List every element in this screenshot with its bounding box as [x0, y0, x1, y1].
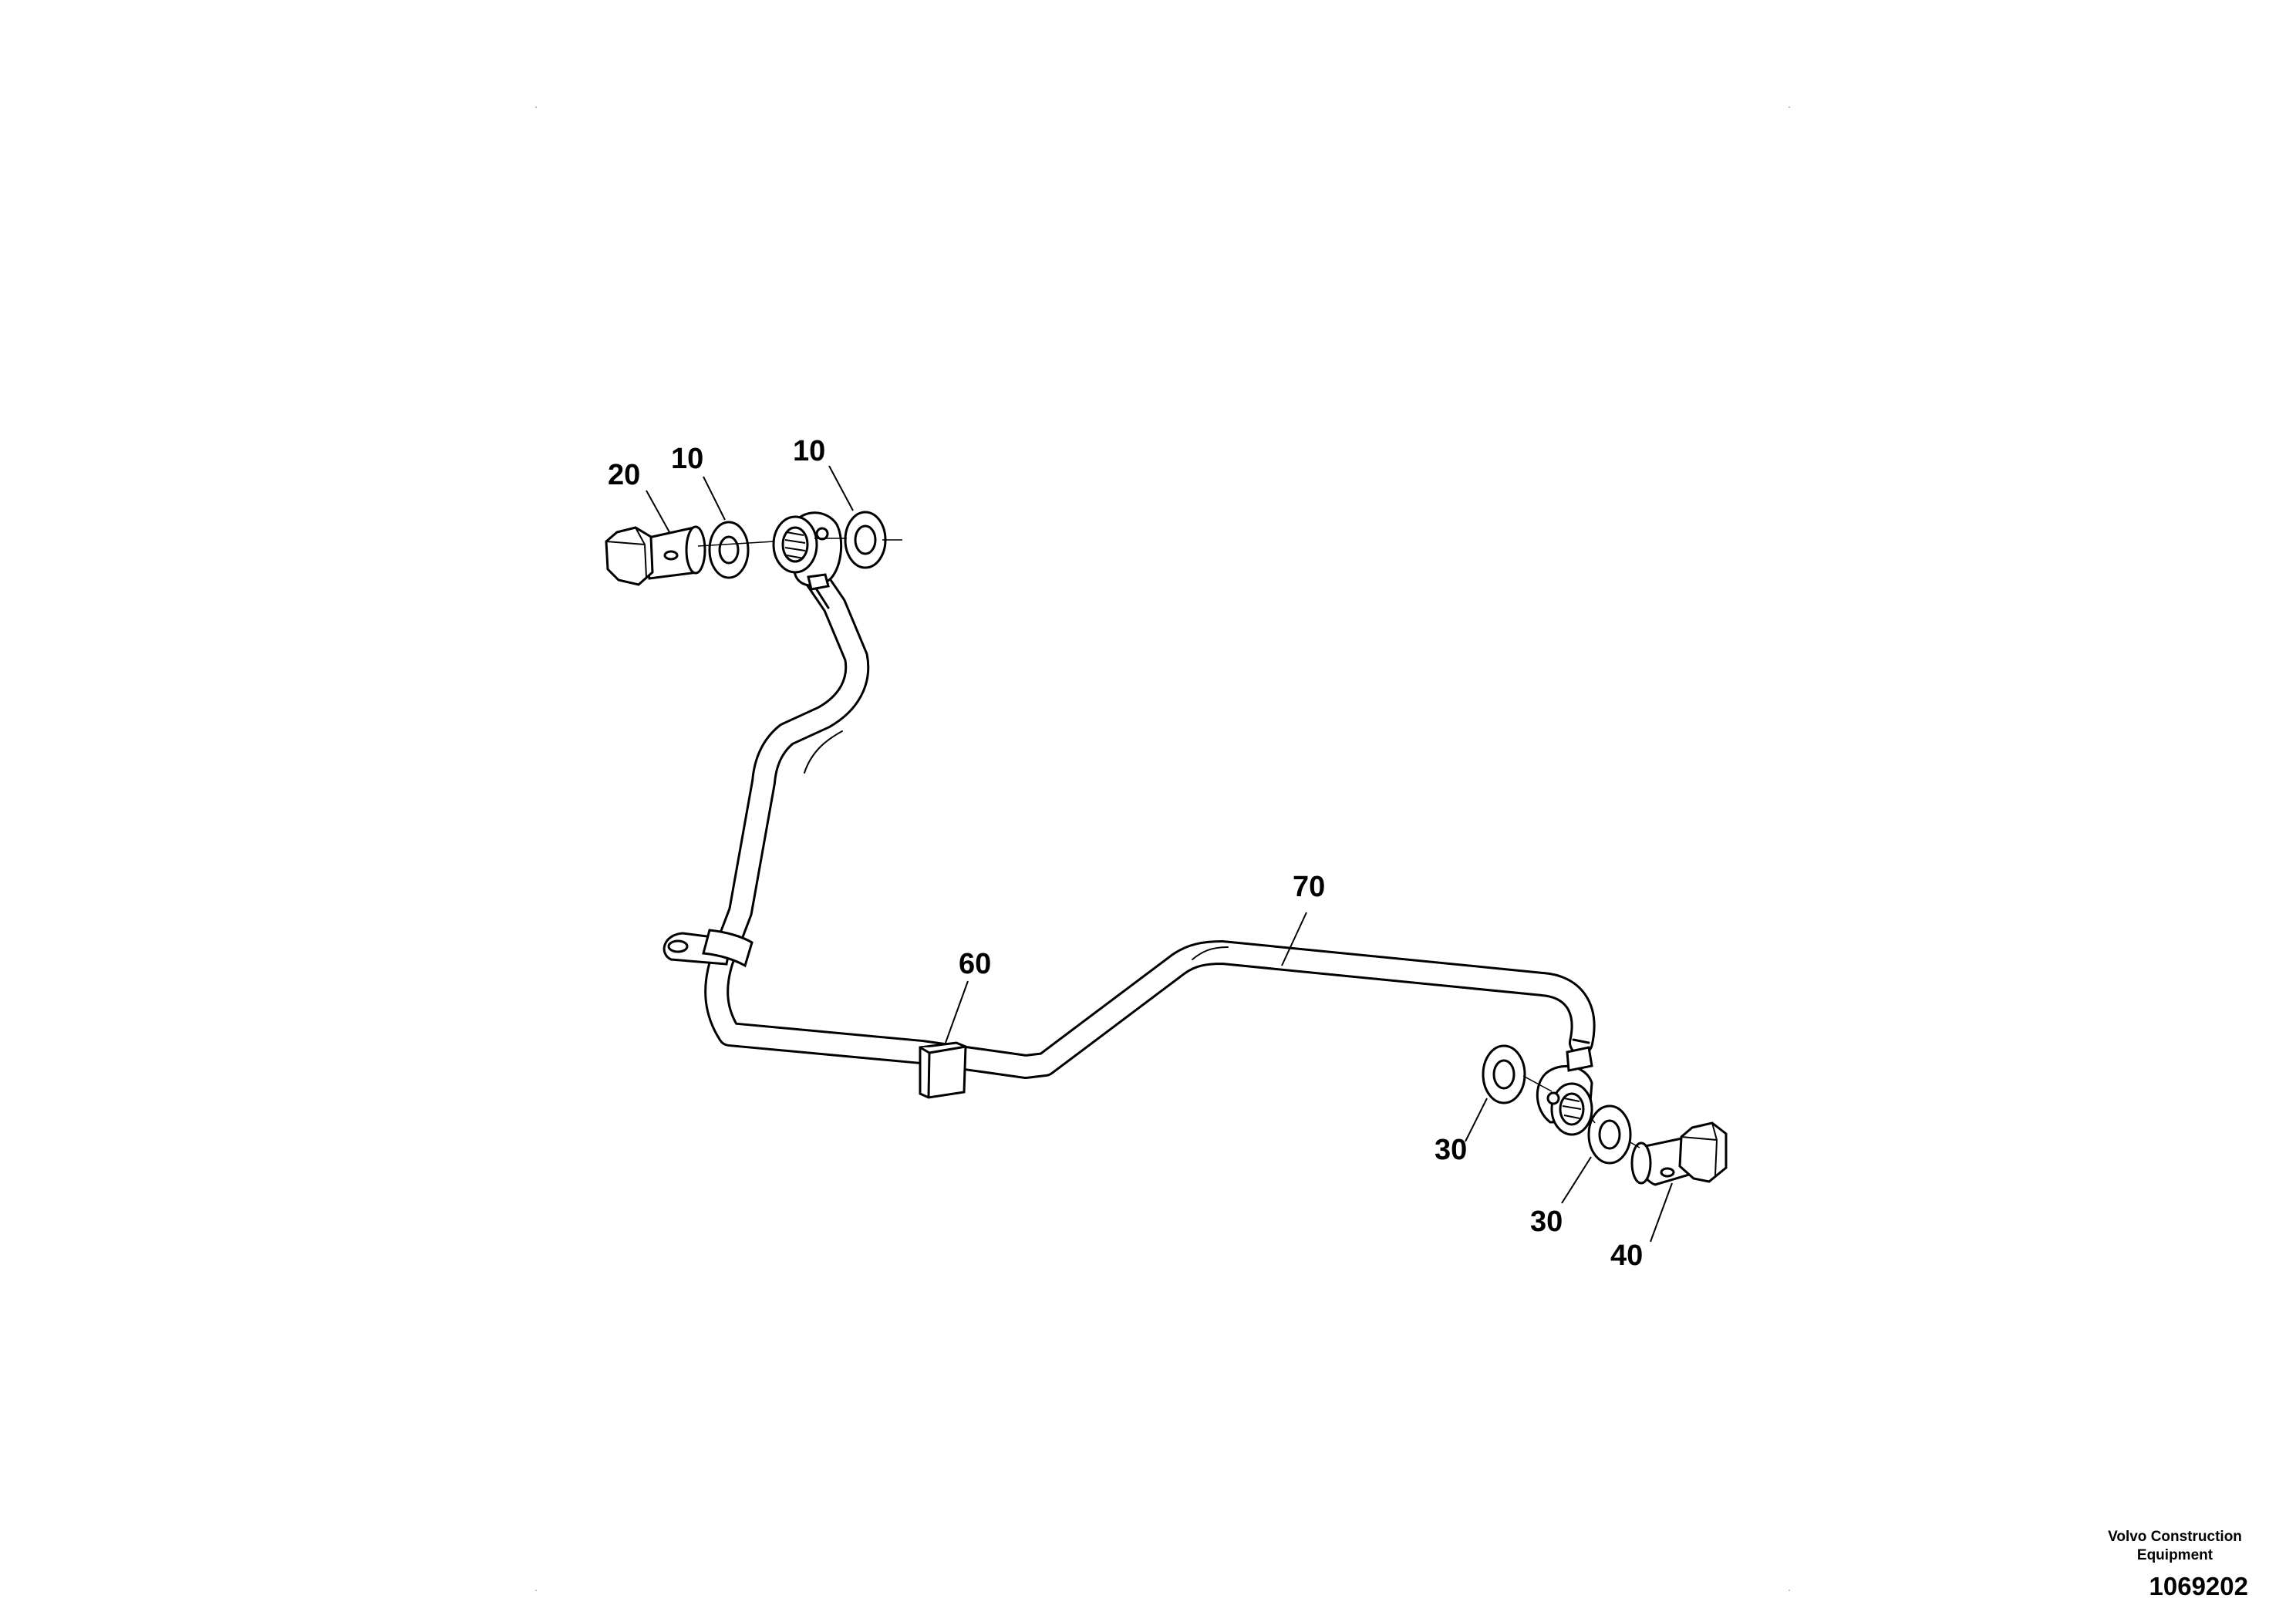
- callout-pipe: 70: [1293, 871, 1325, 903]
- publisher-credit: Volvo Construction: [2108, 1529, 2242, 1545]
- callout-bolt-right: 40: [1610, 1239, 1643, 1272]
- corner-mark-bottom-left: [535, 1590, 537, 1591]
- corner-mark-top-right: [1789, 106, 1790, 108]
- banjo-fitting-left: [772, 511, 843, 591]
- leader-lines: [646, 465, 1673, 1243]
- callout-clamp: 60: [959, 948, 991, 980]
- washer-right-inner: [1482, 1044, 1526, 1104]
- pipe-clamp: [919, 1041, 967, 1099]
- callout-washer-left-inner: 10: [793, 435, 825, 467]
- callout-bolt-left: 20: [608, 459, 640, 491]
- callout-washer-right-inner: 30: [1435, 1134, 1467, 1166]
- callout-washer-right-outer: 30: [1530, 1206, 1563, 1238]
- banjo-bolt-right: [1630, 1121, 1728, 1186]
- pipe-bracket-tab: [663, 929, 754, 968]
- washer-left-outer: [708, 521, 750, 579]
- banjo-bolt-left: [605, 525, 706, 586]
- corner-mark-bottom-right: [1789, 1590, 1790, 1591]
- drawing-number: 1069202: [2149, 1572, 2248, 1600]
- banjo-fitting-right: [1536, 1046, 1593, 1136]
- axis-lines: [697, 538, 1640, 1148]
- washer-left-inner: [844, 511, 887, 569]
- oil-pipe: [704, 559, 1596, 1079]
- corner-mark-top-left: [535, 106, 537, 108]
- publisher-credit-second-line: Equipment: [2136, 1547, 2213, 1563]
- callout-washer-left-outer: 10: [671, 443, 703, 475]
- washer-right-outer: [1587, 1104, 1632, 1165]
